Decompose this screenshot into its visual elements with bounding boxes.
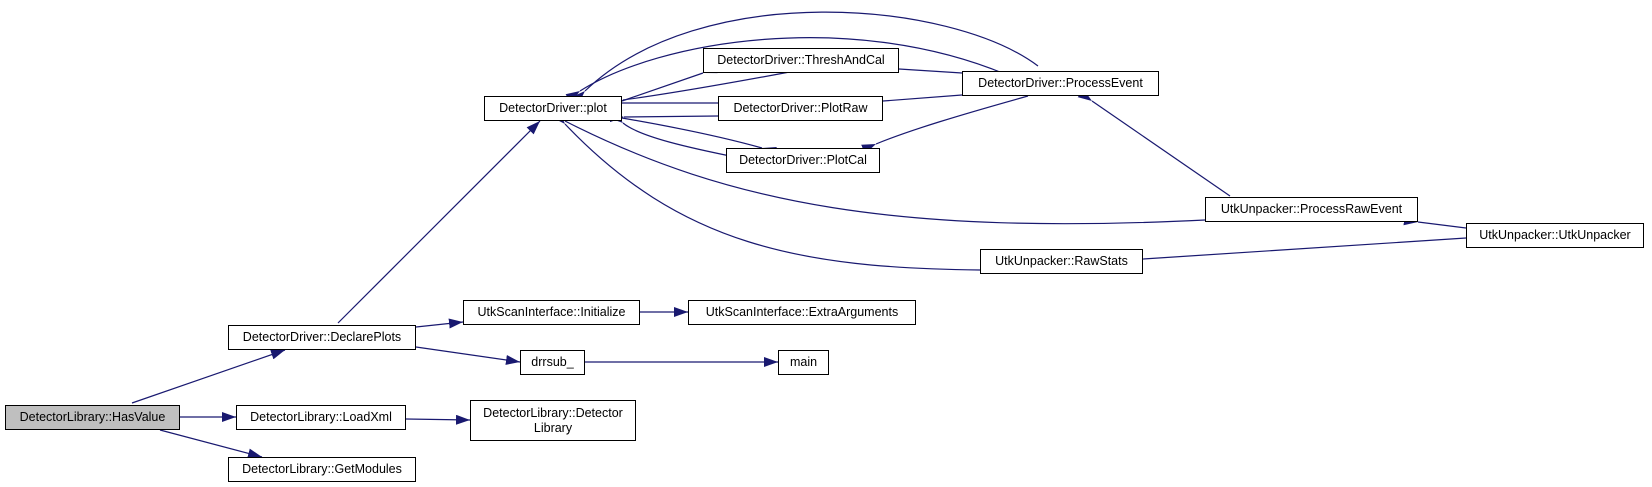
edge-rawevent-plot: [550, 110, 1206, 225]
edge-rawevent-processevent: [1077, 88, 1231, 197]
edge-processevent-plotraw: [868, 94, 963, 108]
edge-declareplots-hasvalue: [131, 349, 286, 404]
edge-processevent-plot-2: [565, 37, 1006, 103]
node-get-modules[interactable]: DetectorLibrary::GetModules: [228, 457, 416, 482]
edge-getmodules-hasvalue: [159, 429, 263, 459]
node-initialize[interactable]: UtkScanInterface::Initialize: [463, 300, 640, 325]
node-has-value[interactable]: DetectorLibrary::HasValue: [5, 405, 180, 430]
edge-plot-plotcal: [621, 117, 777, 157]
node-raw-stats[interactable]: UtkUnpacker::RawStats: [980, 249, 1143, 274]
node-detector-library-line2: Library: [533, 420, 573, 435]
edge-utkunpacker-rawevent: [1403, 215, 1467, 229]
node-process-raw-event[interactable]: UtkUnpacker::ProcessRawEvent: [1205, 197, 1418, 222]
edge-processevent-plot-1: [571, 11, 1039, 105]
node-load-xml[interactable]: DetectorLibrary::LoadXml: [236, 405, 406, 430]
node-utk-unpacker[interactable]: UtkUnpacker::UtkUnpacker: [1466, 223, 1644, 248]
node-plot[interactable]: DetectorDriver::plot: [484, 96, 622, 121]
edge-drrsub-declareplots: [415, 346, 521, 365]
node-thresh-and-cal[interactable]: DetectorDriver::ThreshAndCal: [703, 48, 899, 73]
node-main[interactable]: main: [778, 350, 829, 375]
edge-processevent-plotcal: [861, 95, 1029, 154]
node-detector-library[interactable]: DetectorLibrary::Detector Library: [470, 400, 636, 441]
edge-initialize-declareplots: [415, 318, 464, 329]
node-detector-library-line1: DetectorLibrary::Detector: [483, 405, 623, 420]
edge-rawstats-plot: [551, 110, 981, 271]
node-declare-plots[interactable]: DetectorDriver::DeclarePlots: [228, 325, 416, 350]
node-process-event[interactable]: DetectorDriver::ProcessEvent: [962, 71, 1159, 96]
edge-utkunpacker-rawstats: [1128, 237, 1467, 265]
edge-plotraw-plot: [609, 112, 719, 123]
edge-thresh-plot: [608, 70, 796, 107]
node-plot-raw[interactable]: DetectorDriver::PlotRaw: [718, 96, 883, 121]
node-extra-arguments[interactable]: UtkScanInterface::ExtraArguments: [688, 300, 916, 325]
edge-plot-thresh: [621, 63, 718, 102]
edge-plot-declareplots: [337, 120, 541, 324]
edge-processevent-thresh: [884, 63, 963, 74]
edge-loadxml-detectorlibrary: [405, 414, 471, 425]
node-drrsub[interactable]: drrsub_: [520, 350, 585, 375]
edge-plotcal-plot: [609, 110, 741, 159]
node-plot-cal[interactable]: DetectorDriver::PlotCal: [726, 148, 880, 173]
